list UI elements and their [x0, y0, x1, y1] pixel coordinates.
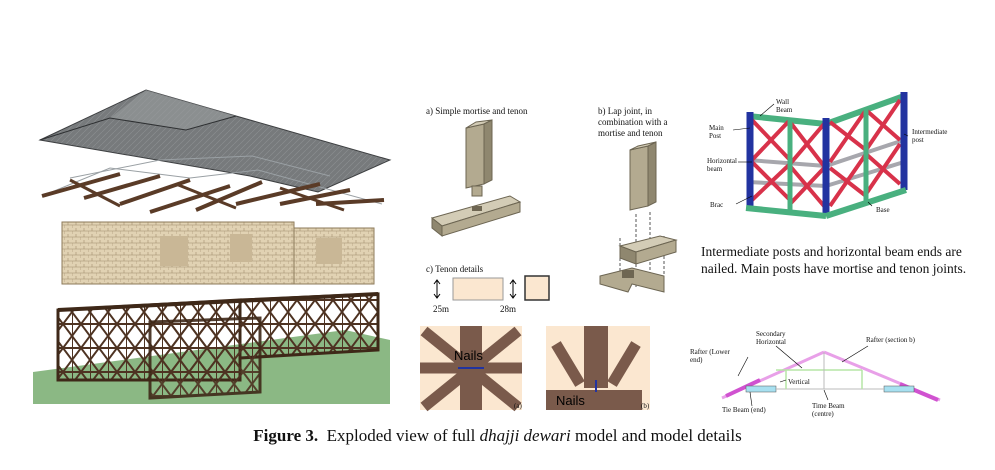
vertical-label: Vertical	[788, 378, 810, 386]
brace-label: Brac	[710, 201, 724, 209]
wall-beam-label: Wall Beam	[776, 98, 793, 114]
frame-joint-note: Intermediate posts and horizontal beam e…	[701, 244, 967, 276]
main-post-label: Main Post	[709, 124, 724, 140]
caption-text-before: Exploded view of full	[326, 426, 476, 445]
tie-beam-end-label: Tie Beam (end)	[722, 406, 766, 414]
joint-details	[420, 119, 678, 412]
roof-truss-layer	[41, 155, 385, 214]
roof-truss-detail	[721, 345, 941, 407]
lap-joint-drawing	[599, 141, 678, 293]
wall-frame-detail	[732, 92, 909, 219]
tenon-details-drawing	[433, 275, 550, 301]
tenon-dimension-left: 25m	[433, 304, 450, 314]
figure-number: Figure 3.	[253, 426, 319, 445]
roof-layer	[38, 89, 392, 193]
figure-caption: Figure 3. Exploded view of full dhajji d…	[0, 426, 995, 446]
panel-tag-b: (b)	[641, 402, 650, 410]
horizontal-beam-label: Horizontal beam	[707, 157, 737, 173]
lap-joint-title: b) Lap joint, in combination with a mort…	[598, 106, 668, 138]
nails-label-b: Nails	[556, 393, 585, 408]
caption-text-after: model and model details	[575, 426, 742, 445]
panel-tag-a: (a)	[514, 402, 522, 410]
intermediate-post-label: Intermediate post	[912, 128, 948, 144]
rafter-section-b-label: Rafter (section b)	[866, 336, 915, 344]
timber-frame-layer	[56, 292, 380, 400]
secondary-horizontal-label: Secondary Horizontal	[756, 330, 786, 346]
tie-beam-centre-label: Time Beam (centre)	[812, 402, 845, 418]
caption-italic: dhajji dewari	[479, 426, 571, 445]
mortise-tenon-drawing	[430, 119, 522, 238]
nails-panel-b	[546, 326, 650, 410]
nails-panel-a	[420, 326, 522, 412]
rafter-lower-label: Rafter (Lower end)	[690, 348, 730, 364]
exploded-house-model	[33, 89, 392, 404]
nails-label-a: Nails	[454, 348, 483, 363]
tenon-dimension-right: 28m	[500, 304, 517, 314]
base-label: Base	[876, 206, 890, 214]
masonry-infill-layer	[61, 221, 375, 285]
tenon-details-title: c) Tenon details	[426, 264, 484, 274]
mortise-tenon-title: a) Simple mortise and tenon	[426, 106, 528, 116]
